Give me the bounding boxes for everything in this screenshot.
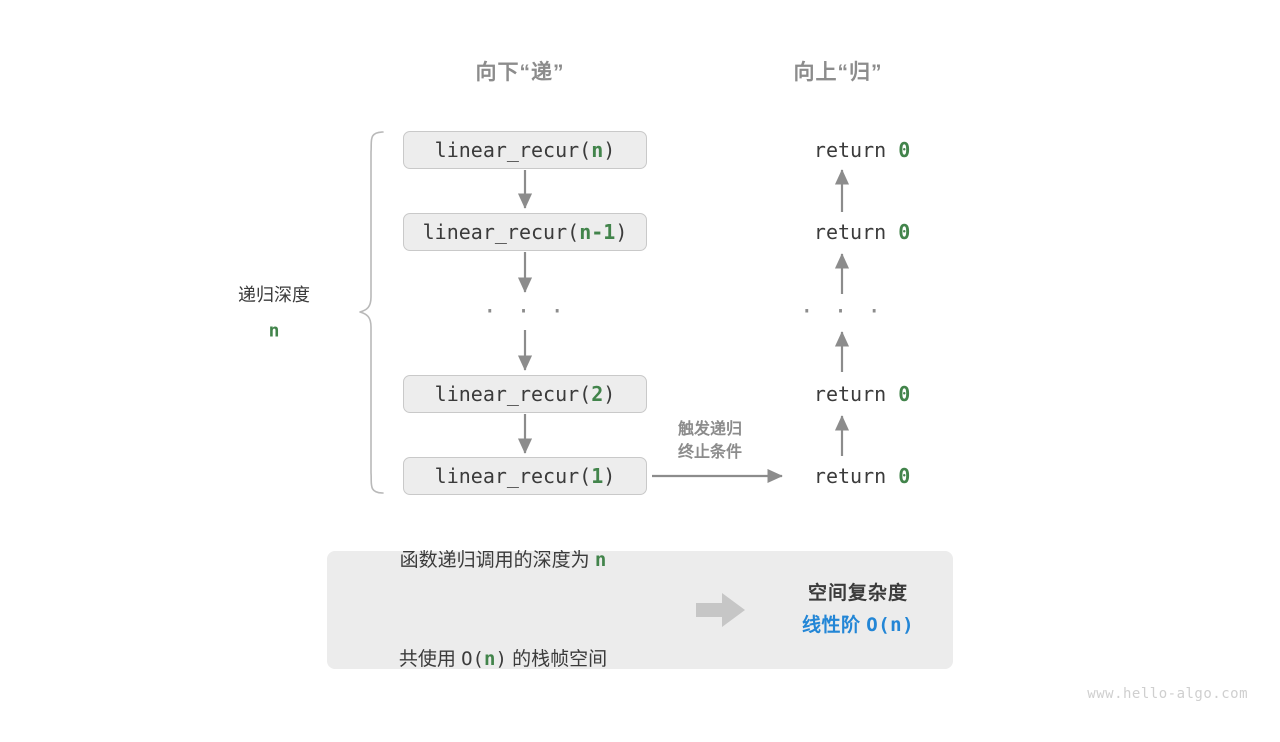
call-box-arg: 2	[591, 382, 604, 406]
return-stack-ellipsis: · · ·	[799, 299, 885, 325]
summary-complexity: 线性阶 O(n)	[763, 610, 953, 642]
recursion-depth-label: 递归深度	[238, 285, 310, 305]
return-label: return 0	[766, 358, 911, 430]
column-header-descend: 向下“递”	[475, 61, 565, 84]
call-box: linear_recur(2)	[403, 375, 647, 413]
watermark: www.hello-algo.com	[1087, 686, 1248, 702]
connector-layer	[359, 131, 850, 494]
return-keyword: return	[813, 464, 899, 488]
summary-line2-pre: 共使用	[398, 648, 462, 670]
summary-line1-text: 函数递归调用的深度为	[399, 549, 595, 571]
call-box-prefix: linear_recur(	[422, 220, 580, 244]
return-value: 0	[898, 220, 911, 244]
right-block-arrow-icon	[696, 593, 745, 627]
return-label: return 0	[766, 440, 911, 512]
complexity-value: O(n)	[866, 613, 915, 636]
summary-line-1: 函数递归调用的深度为 n	[327, 544, 679, 578]
return-label: return 0	[766, 114, 911, 186]
return-value: 0	[898, 464, 911, 488]
summary-line2-post: 的栈帧空间	[506, 648, 608, 670]
call-stack-ellipsis: · · ·	[482, 299, 568, 325]
termination-condition-note: 触发递归 终止条件	[678, 418, 742, 464]
call-box: linear_recur(n-1)	[403, 213, 647, 251]
return-value: 0	[898, 382, 911, 406]
return-value: 0	[898, 138, 911, 162]
return-keyword: return	[813, 382, 899, 406]
return-keyword: return	[813, 220, 899, 244]
call-box: linear_recur(1)	[403, 457, 647, 495]
call-box-arg: n-1	[579, 220, 616, 244]
call-box-arg: 1	[591, 464, 604, 488]
return-keyword: return	[813, 138, 899, 162]
summary-line2-fn-open: O(	[461, 647, 484, 670]
return-label: return 0	[766, 196, 911, 268]
call-box-suffix: )	[615, 220, 628, 244]
termination-note-line2: 终止条件	[677, 444, 743, 462]
summary-line1-var: n	[594, 548, 607, 571]
call-box-prefix: linear_recur(	[434, 464, 592, 488]
call-box-suffix: )	[603, 464, 616, 488]
summary-line2-var: n	[483, 647, 496, 670]
call-box-suffix: )	[603, 138, 616, 162]
depth-brace	[359, 131, 384, 494]
complexity-label: 线性阶	[801, 614, 867, 636]
call-box-arg: n	[591, 138, 604, 162]
summary-conclusion: 空间复杂度 线性阶 O(n)	[763, 579, 953, 642]
call-box-prefix: linear_recur(	[434, 138, 592, 162]
recursion-depth-variable: n	[268, 320, 280, 342]
diagram-canvas: 向下“递” 向上“归” linear_recur(n)	[238, 61, 1248, 702]
call-box: linear_recur(n)	[403, 131, 647, 169]
column-header-ascend: 向上“归”	[793, 61, 883, 84]
termination-note-line1: 触发递归	[677, 421, 743, 438]
summary-panel: 函数递归调用的深度为 n 共使用 O(n) 的栈帧空间 空间复杂度 线性阶 O(…	[327, 549, 953, 670]
summary-arrow-container	[679, 592, 763, 628]
summary-title: 空间复杂度	[807, 582, 908, 604]
call-box-prefix: linear_recur(	[434, 382, 592, 406]
summary-description: 函数递归调用的深度为 n 共使用 O(n) 的栈帧空间	[327, 478, 679, 741]
summary-line2-fn-close: )	[495, 647, 507, 670]
call-box-suffix: )	[603, 382, 616, 406]
summary-line-2: 共使用 O(n) 的栈帧空间	[327, 643, 679, 677]
